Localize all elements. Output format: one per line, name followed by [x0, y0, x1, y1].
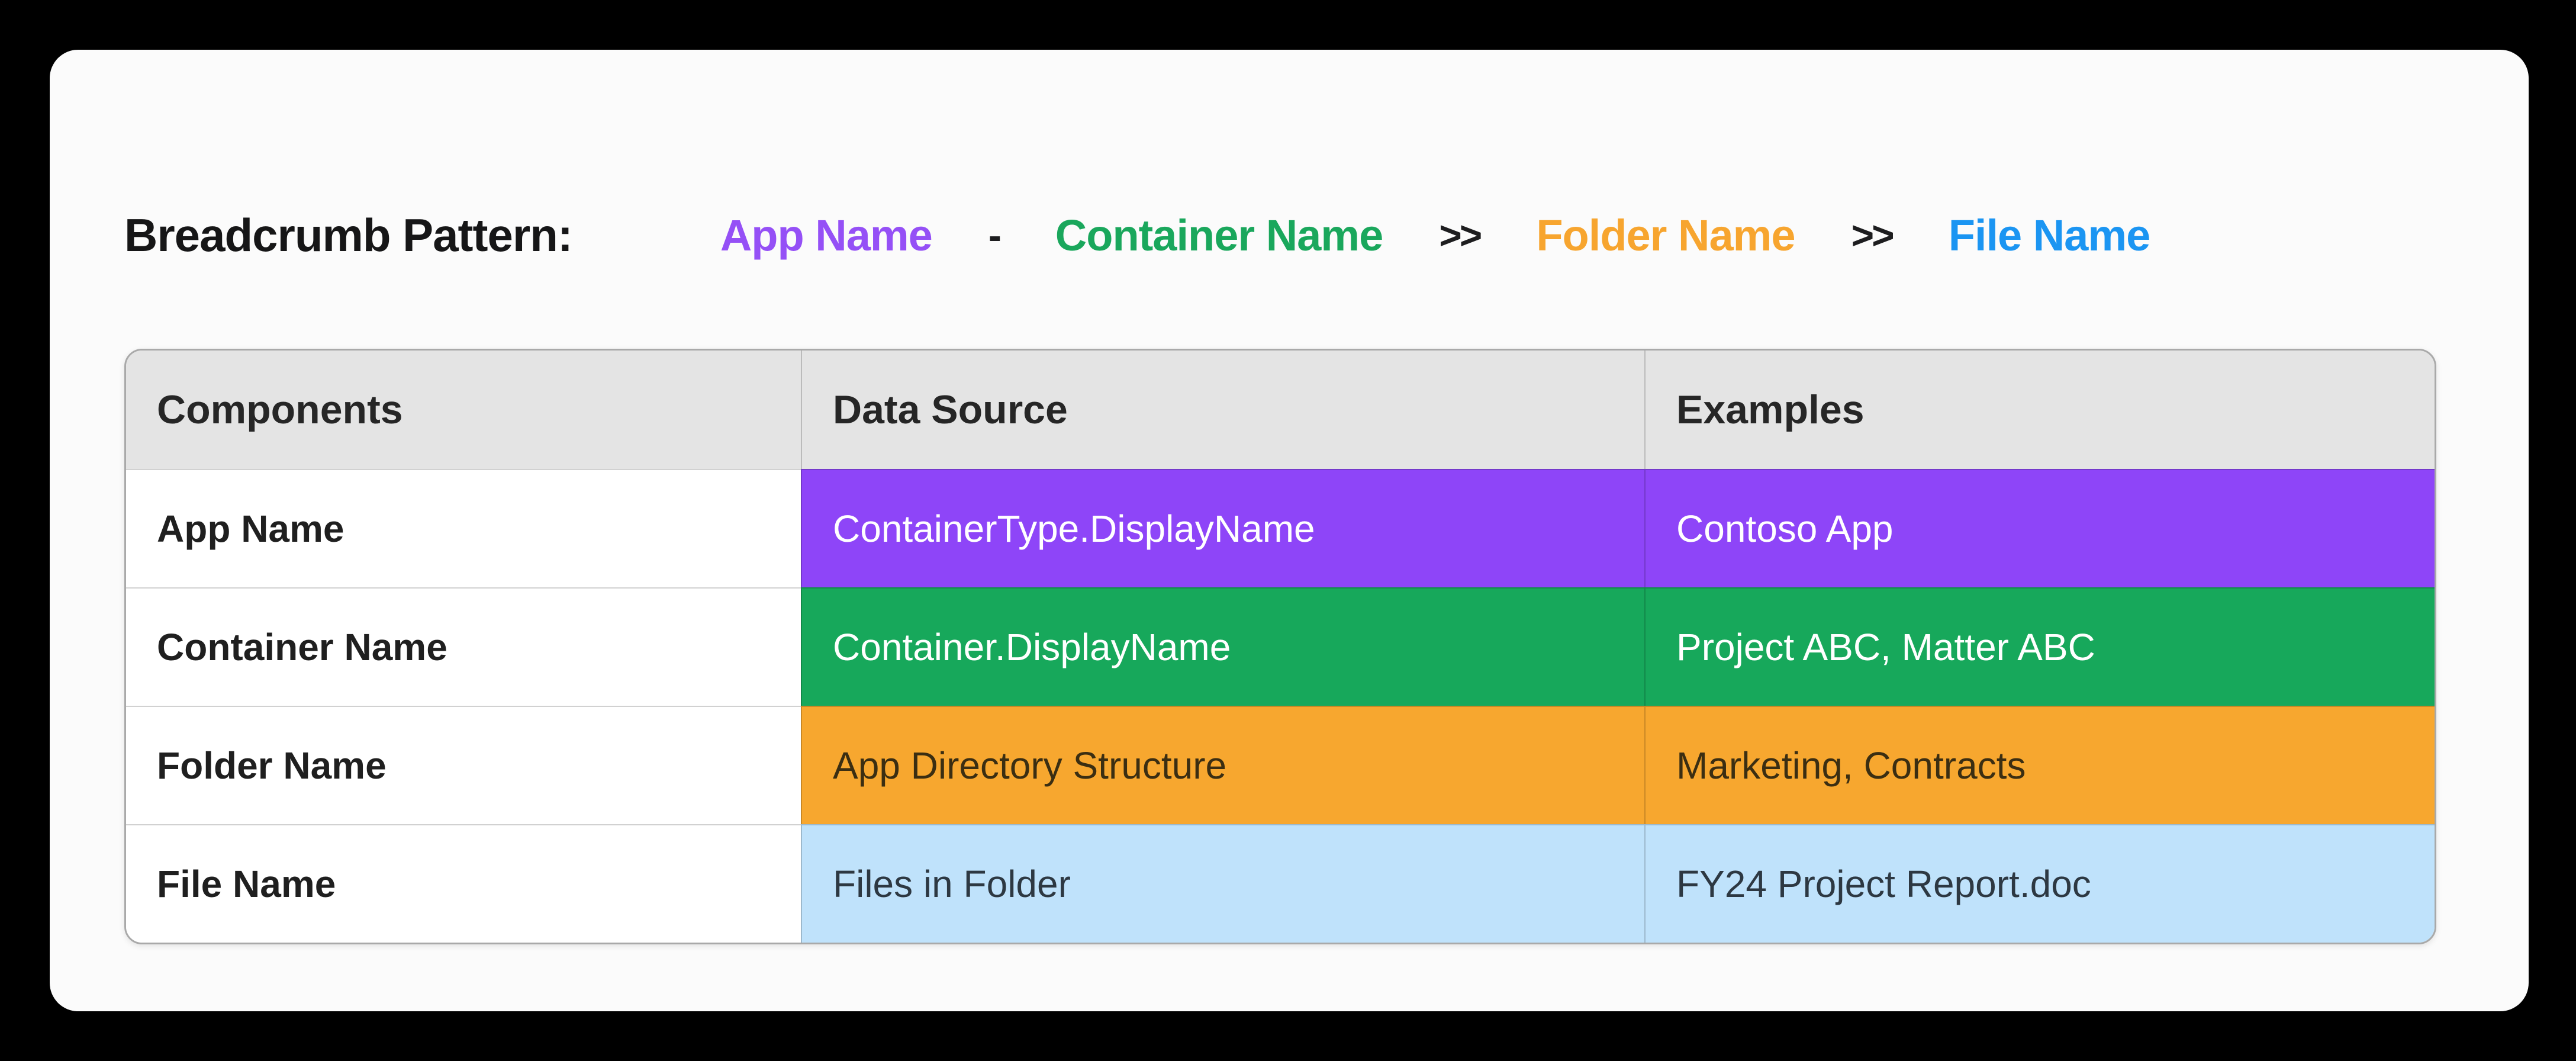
table-header-examples: Examples — [1644, 351, 2435, 469]
table-header-components: Components — [126, 351, 801, 469]
breadcrumb-separator-dash: - — [988, 213, 1002, 257]
table-row-app-name-component: App Name — [126, 469, 801, 587]
breadcrumb-segment-folder-name: Folder Name — [1536, 210, 1795, 260]
components-table: Components Data Source Examples App Name… — [124, 349, 2436, 944]
table-row-app-name-data-source: ContainerType.DisplayName — [801, 469, 1644, 587]
breadcrumb-segment-container-name: Container Name — [1055, 210, 1383, 260]
breadcrumb-separator-chevrons: >> — [1439, 213, 1482, 257]
table-row-folder-name-examples: Marketing, Contracts — [1644, 706, 2435, 824]
table-row-file-name-component: File Name — [126, 824, 801, 943]
breadcrumb-pattern-label: Breadcrumb Pattern: — [124, 208, 573, 261]
breadcrumb: Breadcrumb Pattern: App Name - Container… — [124, 185, 2150, 285]
breadcrumb-segment-app-name: App Name — [720, 210, 933, 260]
content-card: Breadcrumb Pattern: App Name - Container… — [50, 50, 2529, 1011]
table-row-folder-name-component: Folder Name — [126, 706, 801, 824]
table-row-file-name-examples: FY24 Project Report.doc — [1644, 824, 2435, 943]
breadcrumb-segment-file-name: File Name — [1948, 210, 2151, 260]
table-header-data-source: Data Source — [801, 351, 1644, 469]
breadcrumb-separator-chevrons: >> — [1851, 213, 1895, 257]
table-row-container-name-component: Container Name — [126, 587, 801, 706]
table-row-app-name-examples: Contoso App — [1644, 469, 2435, 587]
table-row-file-name-data-source: Files in Folder — [801, 824, 1644, 943]
table-row-folder-name-data-source: App Directory Structure — [801, 706, 1644, 824]
table-row-container-name-examples: Project ABC, Matter ABC — [1644, 587, 2435, 706]
table-row-container-name-data-source: Container.DisplayName — [801, 587, 1644, 706]
